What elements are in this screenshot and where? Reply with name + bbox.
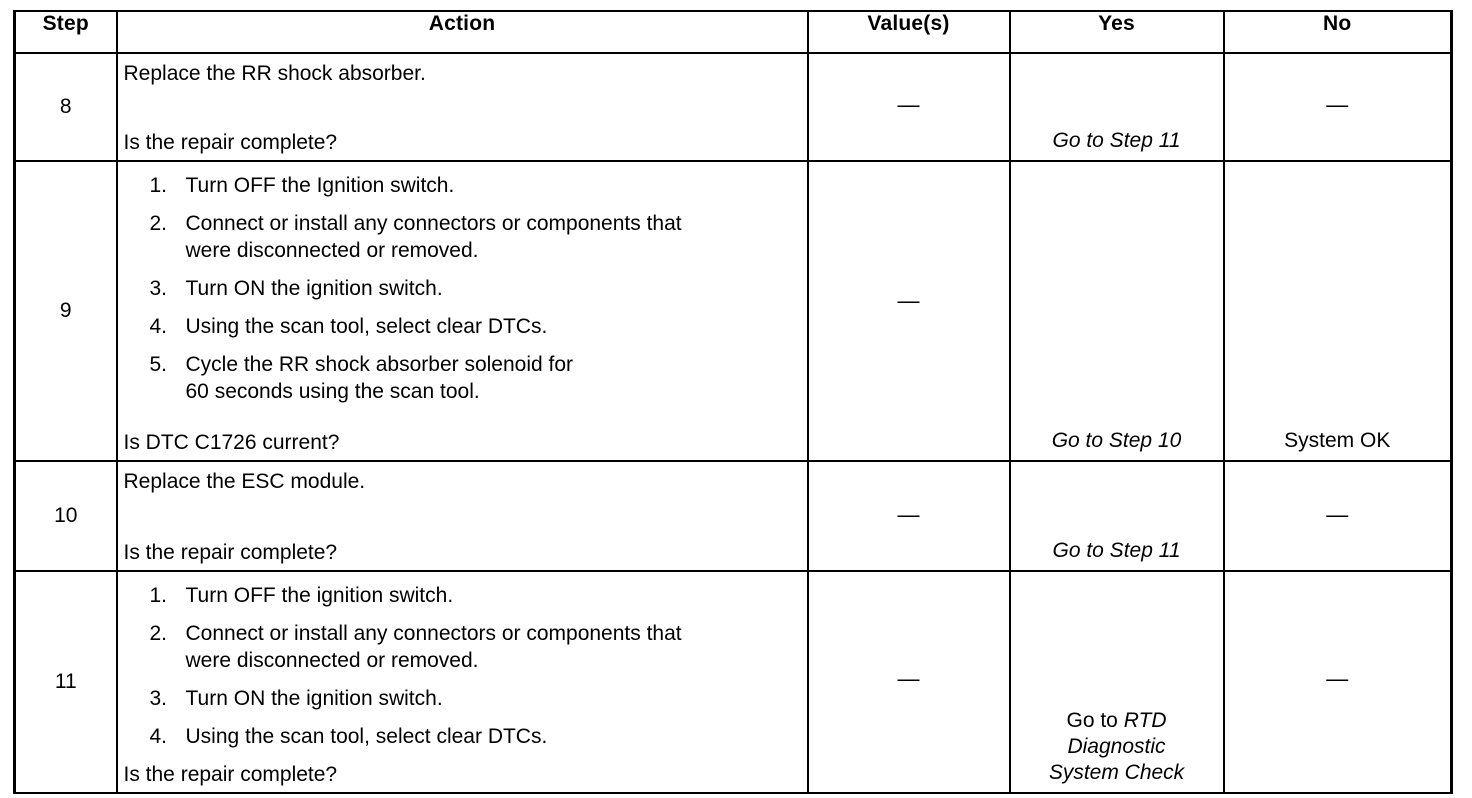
list-item-text: Cycle the RR shock absorber solenoid for [185,353,574,376]
action-question: Is the repair complete? [123,541,338,564]
action-cell: Replace the ESC module. Is the repair co… [115,460,809,572]
column-header-value: Value(s) [806,10,1011,54]
list-item: 3. Turn ON the ignition switch. [118,685,799,712]
list-item-number: 3. [149,277,168,300]
action-cell: 1. Turn OFF the ignition switch. 2. Conn… [115,570,809,794]
no-cell: — [1222,52,1453,162]
table-row: 10 Replace the ESC module. Is the repair… [13,460,1453,572]
list-item-text: Turn OFF the ignition switch. [185,584,454,607]
value-cell: — [806,160,1011,462]
yes-answer: Go to Step 11 [1052,129,1181,152]
list-item: 4. Using the scan tool, select clear DTC… [118,723,799,750]
list-item-text: Using the scan tool, select clear DTCs. [185,315,548,338]
action-step-list: 1. Turn OFF the ignition switch. 2. Conn… [118,572,807,750]
value-dash: — [897,502,920,527]
no-cell: — [1222,460,1453,572]
list-item-number: 4. [149,725,168,748]
list-item: 2. Connect or install any connectors or … [118,620,799,674]
list-item-number: 2. [149,212,168,235]
yes-answer-prefix: Go to [1066,709,1124,732]
column-header-yes: Yes [1008,10,1225,54]
yes-cell: Go to RTD Diagnostic System Check [1008,570,1225,794]
value-dash: — [897,288,920,313]
column-header-no: No [1222,10,1453,54]
list-item: 3. Turn ON the ignition switch. [118,275,799,302]
table-row: 9 1. Turn OFF the Ignition switch. 2. Co… [13,160,1453,462]
action-question: Is the repair complete? [123,131,338,154]
yes-answer-ref-line3: System Check [1048,761,1185,784]
yes-cell: Go to Step 10 [1008,160,1225,462]
list-item-text-line2: were disconnected or removed. [185,649,479,672]
action-cell: Replace the RR shock absorber. Is the re… [115,52,809,162]
list-item-number: 1. [149,584,168,607]
list-item: 5. Cycle the RR shock absorber solenoid … [118,351,799,405]
yes-answer: Go to Step 10 [1051,429,1182,452]
step-number: 11 [13,570,118,794]
yes-answer: Go to Step 11 [1052,539,1181,562]
list-item-text-line2: were disconnected or removed. [185,239,479,262]
list-item-text: Turn OFF the Ignition switch. [185,174,455,197]
list-item-number: 5. [149,353,168,376]
list-item-number: 1. [149,174,168,197]
no-answer: System OK [1284,429,1391,452]
list-item-number: 2. [149,622,168,645]
list-item: 1. Turn OFF the ignition switch. [118,582,799,609]
list-item-number: 4. [149,315,168,338]
list-item-text: Turn ON the ignition switch. [185,277,443,300]
list-item-text: Using the scan tool, select clear DTCs. [185,725,548,748]
value-dash: — [897,666,920,691]
no-dash: — [1326,666,1349,691]
action-cell: 1. Turn OFF the Ignition switch. 2. Conn… [115,160,809,462]
list-item-text-line2: 60 seconds using the scan tool. [185,380,480,403]
no-cell: — [1222,570,1453,794]
yes-cell: Go to Step 11 [1008,52,1225,162]
list-item-number: 3. [149,687,168,710]
action-question: Is DTC C1726 current? [123,431,340,454]
list-item: 4. Using the scan tool, select clear DTC… [118,313,799,340]
no-dash: — [1326,92,1349,117]
table-row: 8 Replace the RR shock absorber. Is the … [13,52,1453,162]
yes-answer: Go to RTD Diagnostic System Check [1011,708,1223,786]
action-question: Is the repair complete? [123,763,338,786]
list-item-text: Connect or install any connectors or com… [185,622,682,645]
table-header: Step Action Value(s) Yes No [13,10,1453,54]
table-body: 8 Replace the RR shock absorber. Is the … [13,52,1453,794]
column-header-action: Action [115,10,809,54]
list-item-text: Turn ON the ignition switch. [185,687,443,710]
value-cell: — [806,460,1011,572]
column-header-step: Step [13,10,118,54]
yes-cell: Go to Step 11 [1008,460,1225,572]
header-row: Step Action Value(s) Yes No [13,10,1453,54]
step-number: 10 [13,460,118,572]
step-number: 8 [13,52,118,162]
list-item: 1. Turn OFF the Ignition switch. [118,172,799,199]
action-step-list: 1. Turn OFF the Ignition switch. 2. Conn… [118,162,807,405]
no-cell: System OK [1222,160,1453,462]
step-number: 9 [13,160,118,462]
action-statement: Replace the ESC module. [123,470,366,493]
action-statement: Replace the RR shock absorber. [123,62,426,85]
table-row: 11 1. Turn OFF the ignition switch. 2. C… [13,570,1453,794]
list-item-text: Connect or install any connectors or com… [185,212,682,235]
yes-answer-ref-line1: RTD [1123,709,1167,732]
yes-answer-ref-line2: Diagnostic [1067,735,1166,758]
value-cell: — [806,570,1011,794]
value-cell: — [806,52,1011,162]
value-dash: — [897,92,920,117]
diagnostic-procedure-table: Step Action Value(s) Yes No 8 Replace th… [13,10,1453,794]
no-dash: — [1326,502,1349,527]
list-item: 2. Connect or install any connectors or … [118,210,799,264]
